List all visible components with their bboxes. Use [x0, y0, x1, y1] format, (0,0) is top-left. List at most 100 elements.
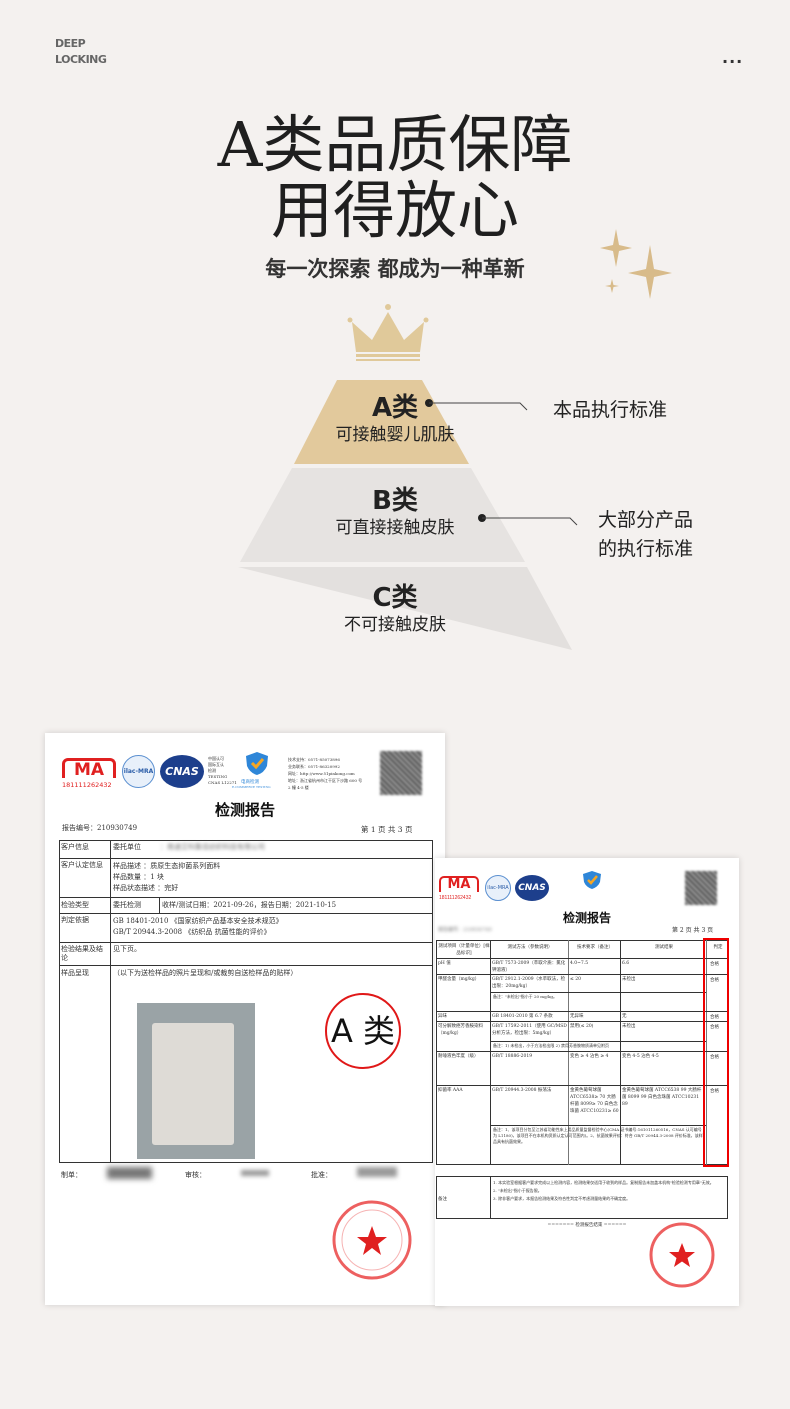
row-label: 判定依据	[61, 916, 89, 924]
approver-label: 批准：	[311, 1171, 332, 1179]
ilac-mra-logo: ilac-MRA	[122, 755, 155, 788]
verdict-highlight-box	[703, 938, 729, 1167]
qr-code[interactable]	[380, 751, 422, 795]
tier-a	[294, 380, 469, 464]
row-divider	[436, 1011, 728, 1012]
sample-photo	[137, 1003, 255, 1159]
tier-b-grade: B类	[372, 486, 418, 516]
cma-number: 181111262432	[62, 781, 112, 789]
grade-a-stamp: A 类	[325, 993, 401, 1069]
row-divider	[436, 1021, 728, 1022]
requirement: 禁用(≤ 20)	[570, 1024, 594, 1029]
report-end: ======= 检测报告结束 ======	[547, 1223, 627, 1228]
requirement: 无异味	[570, 1014, 584, 1019]
note-divider	[490, 1041, 706, 1042]
row-note: 备注："未检出"指小于 20 mg/kg。	[493, 994, 557, 999]
tier-a-note: 本品执行标准	[553, 399, 668, 421]
requirement: 金黄色葡萄球菌 ATCC6538≥ 70 大肠杆菌 8099≥ 70 白色念珠菌…	[570, 1088, 619, 1114]
tier-a-desc: 可接触婴儿肌肤	[335, 425, 455, 445]
verdict: 合格	[710, 978, 719, 983]
test-result: 金黄色葡萄球菌 ATCC6538 99 大肠杆菌 8099 99 白色念珠菌 A…	[622, 1088, 702, 1107]
test-result: 无	[622, 1014, 627, 1019]
row-label: 样品呈现	[61, 969, 89, 977]
hero-subtitle: 每一次探索 都成为一种革新	[265, 257, 525, 281]
brand-line2: LOCKING	[55, 53, 107, 66]
note-divider	[490, 992, 706, 993]
test-result: 未检出	[622, 977, 636, 982]
crown-icon	[347, 304, 429, 361]
col-header: 技术要求（备注）	[577, 945, 613, 950]
ec-sub: E-COMMERCE TESTING	[232, 785, 271, 789]
test-item: 甲醛含量（mg/kg）	[438, 977, 480, 982]
cma-logo: MA	[439, 876, 479, 892]
approver-signature	[357, 1167, 397, 1177]
cma-number: 181111262432	[439, 895, 472, 901]
row-note: 备注：1、该项目分包至江苏省功能性床上用品质量监督检验中心(CMA 证书编号:1…	[493, 1127, 703, 1144]
test-report-page-2: MA 181111262432 ilac-MRA CNAS 检测报告 报告编号：…	[435, 858, 739, 1306]
report-title: 检测报告	[562, 911, 611, 925]
test-item: 异味	[438, 1014, 447, 1019]
note-divider	[490, 1125, 706, 1126]
official-seal-icon	[649, 1222, 715, 1288]
verdict: 合格	[710, 1025, 719, 1030]
test-report-page-1: MA 181111262432 ilac-MRA CNAS 中国认可国际互认检测…	[45, 733, 445, 1305]
col-header: 测试方法（参数说明）	[507, 945, 553, 950]
standards: GB 18401-2010 《国家纺织产品基本安全技术规范》GB/T 20944…	[113, 917, 283, 936]
test-method: GB/T 17592-2011（使用 GC/MSD 分析方法，检出限：5mg/k…	[492, 1024, 567, 1036]
row-divider	[436, 1051, 728, 1052]
verdict: 合格	[710, 962, 719, 967]
more-options-icon[interactable]: ...	[722, 48, 744, 67]
test-method: GB/T 20944.3-2008 振荡法	[492, 1088, 552, 1093]
result-value: 见下页。	[113, 945, 141, 953]
hero-title-line2: 用得放心	[270, 174, 519, 247]
tier-c-grade: C类	[372, 583, 418, 613]
official-seal-icon	[332, 1200, 412, 1280]
info-table	[59, 840, 433, 1163]
col-header: 测试项目（计量单位）[样品标识]	[438, 944, 490, 956]
test-result: 变色 4-5 沾色 4-5	[622, 1054, 659, 1059]
sample-note: （以下为送检样品的照片呈现和/或裁剪自送检样品的贴样）	[113, 969, 298, 977]
qr-code[interactable]	[685, 871, 717, 905]
row-key: 委托检测	[113, 901, 141, 909]
row-label: 检验类型	[61, 901, 89, 909]
row-label: 客户认定信息	[61, 861, 103, 869]
sparkle-icon	[600, 229, 672, 299]
tier-a-grade: A类	[371, 393, 419, 423]
tier-b	[240, 468, 525, 562]
col-header: 判定	[713, 945, 723, 950]
hero-title-line1: A类品质保障	[217, 108, 573, 181]
col-header: 测试结果	[655, 945, 673, 950]
row-divider	[436, 1085, 728, 1086]
test-item: 耐唾液色牢度（级）	[438, 1054, 479, 1059]
tier-c-label: C类不可接触皮肤	[245, 583, 545, 637]
cma-logo: MA	[62, 758, 116, 779]
requirement: ≤ 20	[570, 977, 581, 982]
quality-pyramid	[238, 304, 578, 650]
test-method: GB/T 7573-2009（萃取介质：氯化钾溶液）	[492, 961, 566, 973]
row-divider	[436, 958, 728, 959]
tier-a-label: A类可接触婴儿肌肤	[245, 393, 545, 447]
ilac-mra-logo: ilac-MRA	[485, 875, 511, 901]
sample-info: 样品描述 ：质原生态抑菌系列面料样品数量 ：1 块样品状态描述 ：完好	[113, 862, 221, 892]
test-result: 未检出	[622, 1024, 636, 1029]
test-dates: 收样/测试日期：2021-09-26，报告日期：2021-10-15	[162, 901, 337, 909]
test-item: 抑菌率 AAA	[438, 1088, 463, 1093]
tier-b-note: 大部分产品的执行标准	[598, 506, 693, 564]
maker-signature	[107, 1167, 152, 1179]
row-divider	[436, 974, 728, 975]
requirement: 4.0~7.5	[570, 961, 589, 966]
maker-label: 制单：	[61, 1171, 82, 1179]
row-key: 委托单位	[113, 843, 141, 851]
test-method: GB/T 18886-2019	[492, 1054, 533, 1059]
tier-b-label: B类可直接接触皮肤	[245, 486, 545, 540]
row-note: 备注：1) 未检出，小于方法检出限 2) 禁用芳香胺物质清单见附页	[493, 1043, 610, 1048]
tier-c-desc: 不可接触皮肤	[344, 615, 446, 635]
report-title: 检测报告	[214, 801, 275, 819]
page-indicator: 第 1 页 共 3 页	[361, 825, 413, 834]
row-label: 检验结果及结论	[61, 945, 103, 962]
remarks-table	[436, 1176, 728, 1219]
cnas-logo: CNAS	[515, 875, 549, 901]
